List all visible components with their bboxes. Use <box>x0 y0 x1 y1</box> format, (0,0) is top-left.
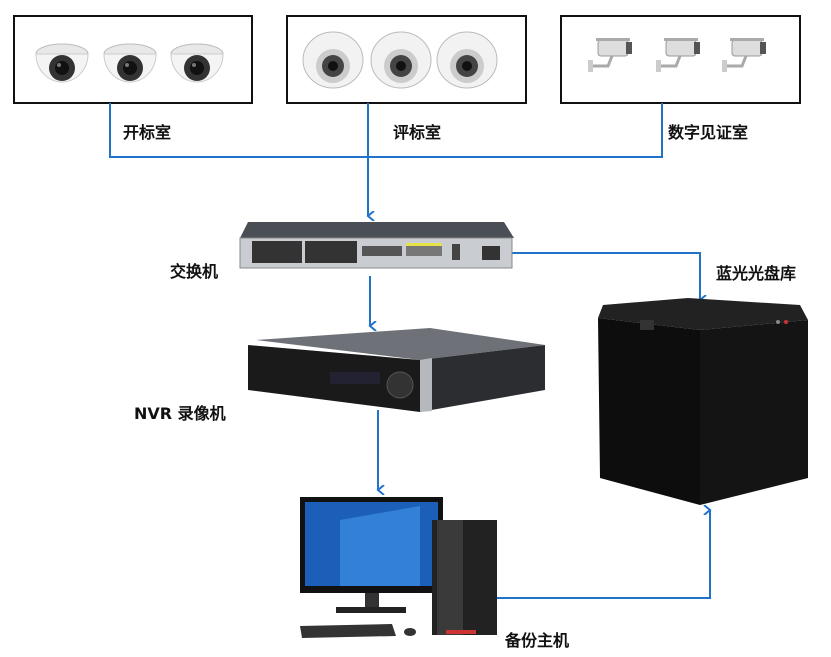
backup-host-label: 备份主机 <box>505 631 570 650</box>
room-label-bid-opening: 开标室 <box>123 123 172 142</box>
switch-device <box>239 222 514 269</box>
dome-camera-icon <box>436 31 498 89</box>
dome-camera-icon <box>302 31 364 89</box>
connector-lines <box>109 103 710 599</box>
disc-library-label: 蓝光光盘库 <box>716 264 797 283</box>
nvr-label: NVR 录像机 <box>134 404 226 423</box>
backup-host-device <box>300 497 497 638</box>
room-label-bid-evaluation: 评标室 <box>393 123 442 142</box>
room-box-digital-witness <box>560 15 801 104</box>
disc-library-device <box>598 298 808 505</box>
nvr-device <box>248 328 545 412</box>
switch-label: 交换机 <box>170 262 219 281</box>
switch-to-library-line <box>510 252 700 300</box>
dome-camera-icon <box>370 31 432 89</box>
keyboard <box>300 624 396 638</box>
camera-bus-line <box>109 103 663 158</box>
host-to-library-line <box>497 510 710 599</box>
room-label-digital-witness: 数字见证室 <box>668 123 749 142</box>
mouse <box>404 628 416 636</box>
